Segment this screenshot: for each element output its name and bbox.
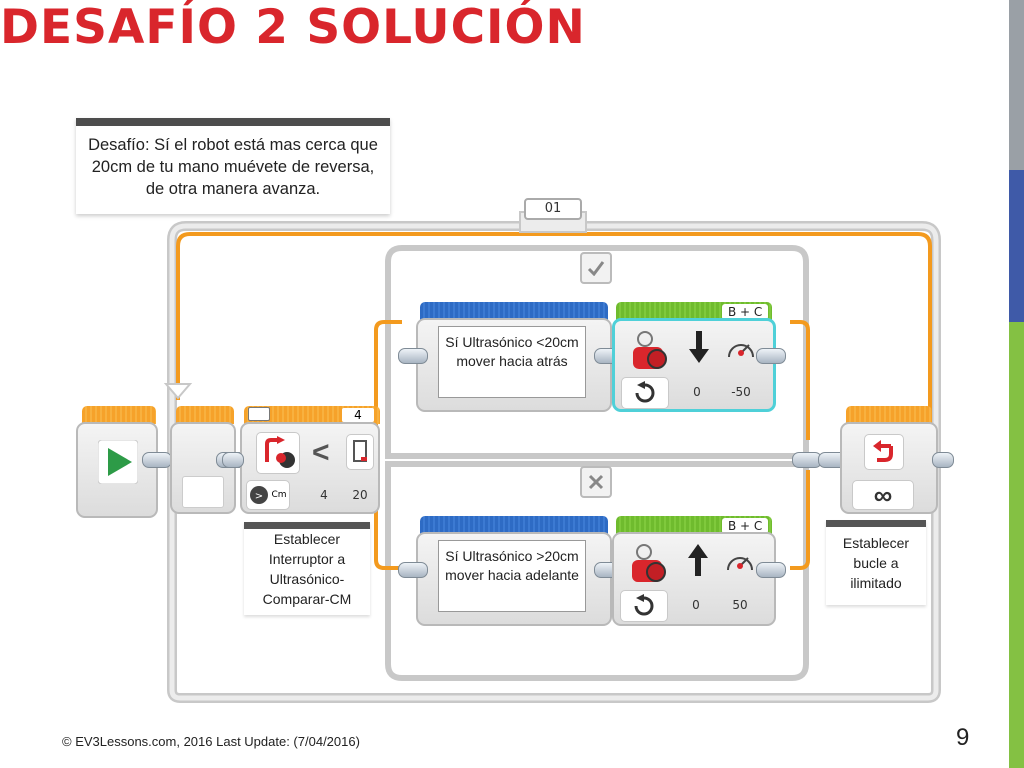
input-port[interactable] bbox=[398, 348, 428, 364]
move-steering-icon bbox=[624, 542, 668, 586]
challenge-description: Desafío: Sí el robot está mas cerca que … bbox=[76, 118, 390, 214]
sensor-mode-icon[interactable] bbox=[346, 434, 374, 470]
slide-title: DESAFÍO 2 SOLUCIÓN bbox=[0, 0, 586, 55]
switch-block[interactable]: < > Cm 4 20 bbox=[240, 422, 380, 514]
motor-ports-label[interactable]: B + C bbox=[722, 304, 769, 320]
program-diagram-wires bbox=[163, 211, 941, 703]
steering-backward-arrow-icon bbox=[689, 331, 709, 363]
unit-label: Cm bbox=[271, 490, 287, 500]
steering-value[interactable]: 0 bbox=[692, 598, 700, 612]
x-mark-icon bbox=[588, 474, 604, 490]
false-case-comment[interactable]: Sí Ultrasónico >20cm mover hacia adelant… bbox=[438, 540, 586, 612]
loop-return-arrow bbox=[163, 383, 193, 400]
power-gauge-icon bbox=[727, 557, 753, 571]
output-port[interactable] bbox=[756, 562, 786, 578]
page-number: 9 bbox=[956, 724, 970, 751]
play-icon bbox=[98, 440, 138, 484]
move-steering-icon bbox=[625, 329, 669, 373]
rotate-icon bbox=[634, 594, 654, 616]
output-port[interactable] bbox=[142, 452, 172, 468]
false-comment-header bbox=[420, 516, 608, 534]
rotate-icon bbox=[635, 381, 655, 403]
motor-ports-label[interactable]: B + C bbox=[722, 518, 769, 534]
compare-symbol: < bbox=[312, 436, 330, 469]
true-move-block[interactable]: 0 -50 bbox=[612, 318, 776, 412]
sensor-port-label[interactable]: 4 bbox=[342, 408, 374, 422]
switch-false-frame bbox=[385, 461, 809, 681]
power-value[interactable]: -50 bbox=[731, 385, 751, 399]
start-block-header bbox=[82, 406, 156, 424]
power-value[interactable]: 50 bbox=[732, 598, 748, 612]
output-port[interactable] bbox=[932, 452, 954, 468]
true-case-comment[interactable]: Sí Ultrasónico <20cm mover hacia atrás bbox=[438, 326, 586, 398]
side-accent-bar-green bbox=[1009, 322, 1024, 768]
switch-true-frame bbox=[385, 245, 809, 459]
loop-caption: Establecer bucle a ilimitado bbox=[826, 520, 926, 605]
ultrasonic-sensor-icon bbox=[256, 432, 300, 474]
side-accent-bar-grey bbox=[1009, 0, 1024, 170]
svg-text:>: > bbox=[255, 491, 263, 502]
true-comment-header bbox=[420, 302, 608, 320]
steering-forward-arrow-icon bbox=[688, 544, 708, 576]
false-case-tab[interactable] bbox=[580, 466, 612, 498]
checkmark-icon bbox=[587, 261, 605, 276]
true-case-tab[interactable] bbox=[580, 252, 612, 284]
switch-caption: Establecer Interruptor a Ultrasónico-Com… bbox=[244, 522, 370, 615]
loop-start-block[interactable] bbox=[170, 422, 236, 514]
port-selector-icon[interactable] bbox=[248, 407, 270, 421]
move-mode-button[interactable] bbox=[620, 590, 668, 622]
input-port[interactable] bbox=[398, 562, 428, 578]
output-port[interactable] bbox=[756, 348, 786, 364]
loop-start-header bbox=[176, 406, 234, 424]
compare-mode-button[interactable]: > Cm bbox=[246, 480, 290, 510]
power-gauge-icon bbox=[728, 344, 754, 358]
loop-start-slot bbox=[182, 476, 224, 508]
loop-end-block[interactable]: ∞ bbox=[840, 422, 938, 514]
loop-return-wire bbox=[176, 232, 932, 418]
threshold-value[interactable]: 20 bbox=[352, 488, 368, 502]
move-mode-button[interactable] bbox=[621, 377, 669, 409]
loop-name-tag[interactable]: 01 bbox=[524, 198, 582, 220]
unlimited-mode-button[interactable]: ∞ bbox=[852, 480, 914, 510]
side-accent-bar-blue bbox=[1009, 170, 1024, 322]
false-move-block[interactable]: 0 50 bbox=[612, 532, 776, 626]
loop-end-header bbox=[846, 406, 932, 424]
input-port[interactable] bbox=[222, 452, 244, 468]
start-block[interactable] bbox=[76, 422, 158, 518]
copyright-footer: © EV3Lessons.com, 2016 Last Update: (7/0… bbox=[62, 734, 360, 749]
steering-value[interactable]: 0 bbox=[693, 385, 701, 399]
compare-type-value[interactable]: 4 bbox=[320, 488, 328, 502]
loop-icon bbox=[864, 434, 904, 470]
